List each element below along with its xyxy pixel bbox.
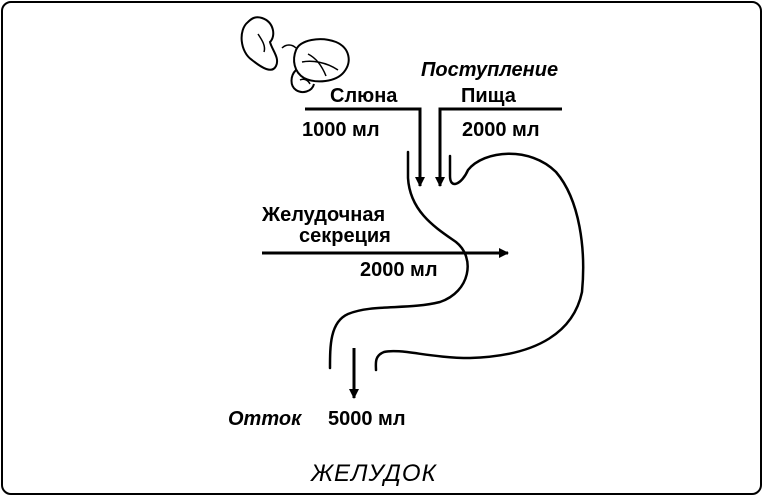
food-label: Пища [461,85,517,107]
gastric-secretion-label-line1: Желудочная [261,204,385,226]
inflow-heading: Поступление [421,59,558,81]
food-arrow [435,107,562,187]
saliva-volume: 1000 мл [302,119,380,141]
stomach-outline [328,150,585,372]
salivary-glands-icon [240,16,350,93]
diagram-title: ЖЕЛУДОК [310,460,438,487]
gastric-secretion-volume: 2000 мл [360,259,438,281]
gastric-secretion-label-line2: секреция [299,225,391,247]
saliva-arrow [305,107,425,187]
outflow-label: Отток [228,408,302,430]
outflow-volume: 5000 мл [328,408,406,430]
saliva-label: Слюна [330,85,398,107]
food-volume: 2000 мл [462,119,540,141]
